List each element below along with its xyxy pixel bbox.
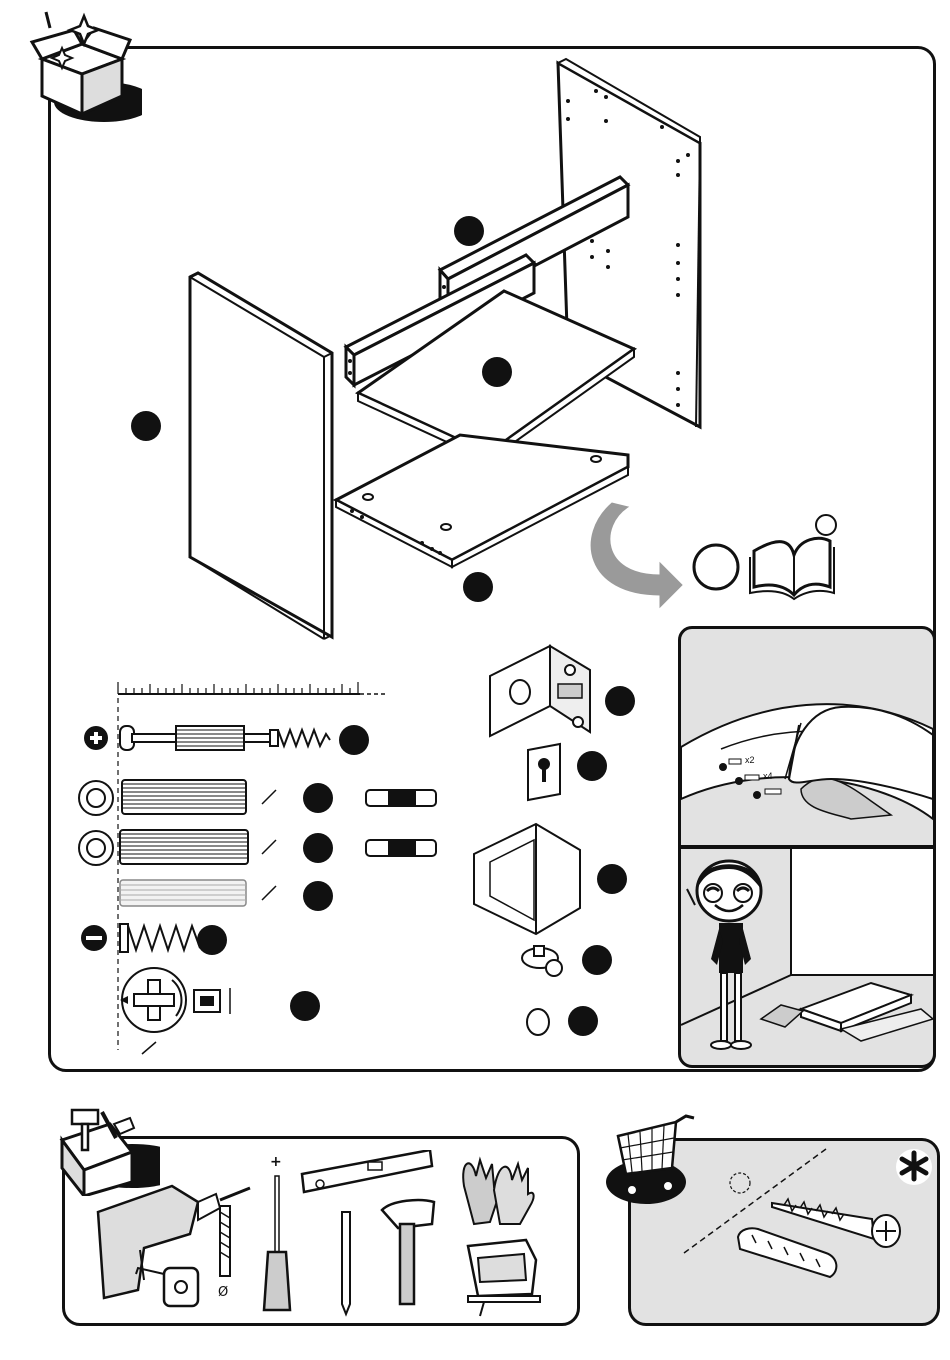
callout-badge	[454, 216, 484, 246]
callout-badge	[290, 991, 320, 1021]
callout-badge	[605, 686, 635, 716]
callout-badge	[463, 572, 493, 602]
callout-badge	[303, 833, 333, 863]
work-gloves-icon	[463, 1160, 533, 1224]
callout-badge	[339, 725, 369, 755]
hardware-list-diagram	[70, 678, 450, 1068]
screwdriver-type-label: +	[270, 1154, 282, 1170]
spirit-level-icon	[302, 1150, 432, 1192]
character-panel	[678, 846, 936, 1068]
callout-badge	[568, 1006, 598, 1036]
hardware-check-panel: x2 x4	[678, 626, 936, 848]
wall-fixing-illustration	[660, 1145, 936, 1321]
drill-bit-icon: Ø	[218, 1206, 230, 1300]
jigsaw-icon	[468, 1240, 540, 1316]
hand-checking-pack-illustration: x2 x4	[681, 629, 933, 845]
callout-badge	[303, 881, 333, 911]
smiling-character-illustration	[681, 849, 933, 1065]
hammer-icon	[382, 1200, 434, 1304]
callout-badge	[582, 945, 612, 975]
drill-bit-size-label: Ø	[218, 1285, 228, 1300]
wall-plug-icon	[738, 1228, 836, 1277]
phillips-screwdriver-icon: +	[264, 1154, 290, 1310]
unpack-box-icon	[22, 4, 142, 124]
callout-badge	[482, 357, 512, 387]
callout-badge	[197, 925, 227, 955]
pack-count-label: x2	[745, 755, 755, 765]
brackets-diagram	[460, 640, 610, 1040]
callout-badge	[303, 783, 333, 813]
tools-illustrations: Ø +	[80, 1150, 560, 1320]
tape-measure-icon	[136, 1268, 198, 1306]
callout-badge	[577, 751, 607, 781]
pencil-icon	[342, 1212, 350, 1314]
callout-badge	[131, 411, 161, 441]
callout-badge	[597, 864, 627, 894]
pack-count-label: x4	[763, 771, 773, 781]
exploded-furniture-diagram	[130, 55, 850, 655]
